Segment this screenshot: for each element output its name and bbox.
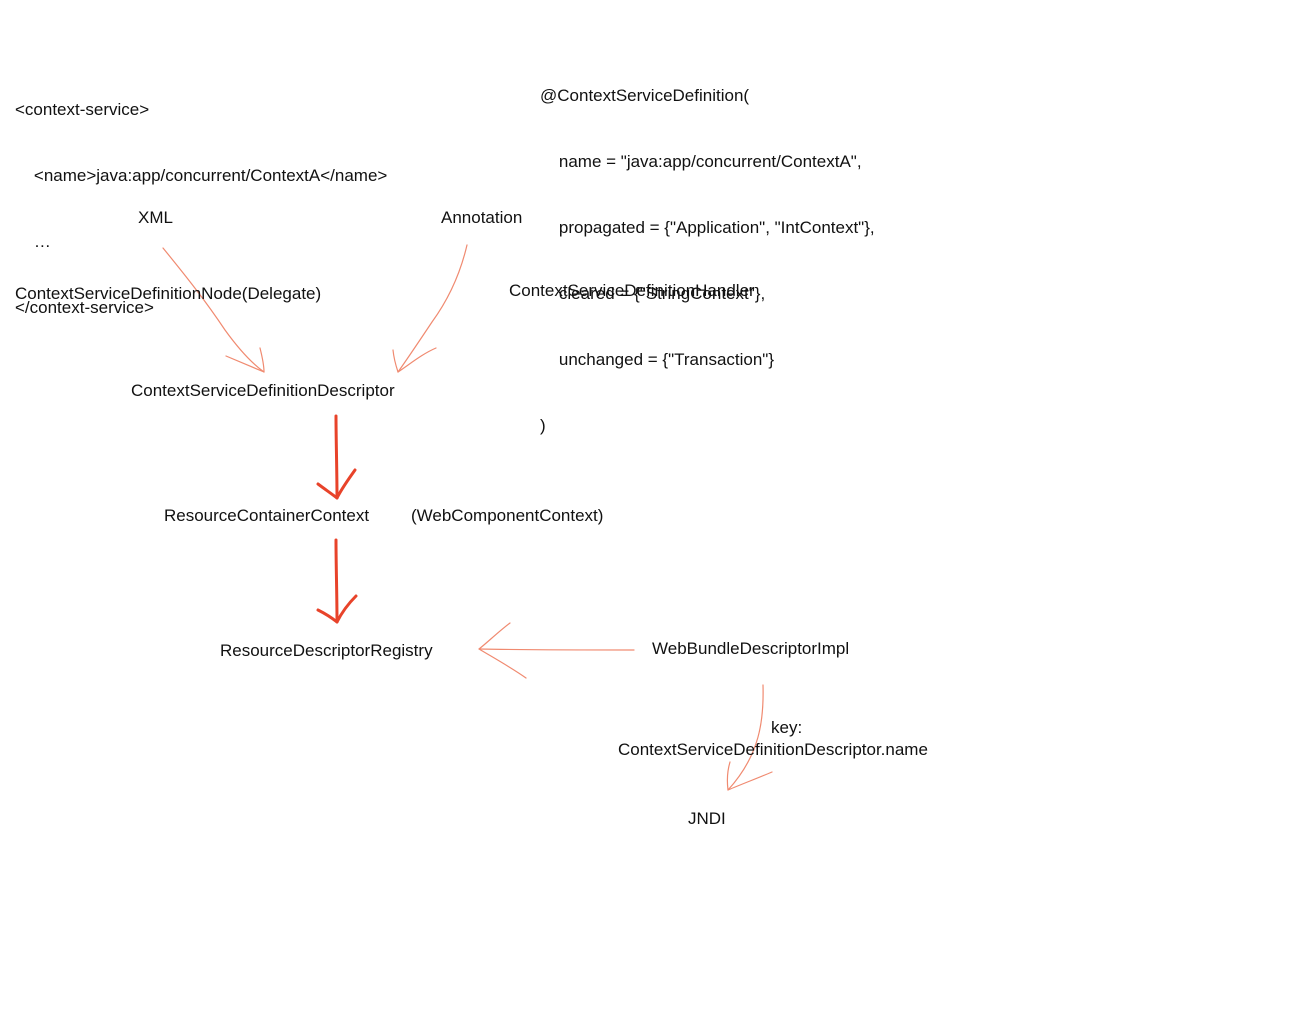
annotation-snippet-line: unchanged = {"Transaction"} bbox=[540, 350, 775, 369]
xml-snippet: <context-service> <name>java:app/concurr… bbox=[15, 55, 387, 341]
jndi-label: JNDI bbox=[688, 809, 726, 828]
annotation-snippet-line: name = "java:app/concurrent/ContextA", bbox=[540, 152, 862, 171]
arrow-webbundle-to-registry bbox=[478, 622, 635, 679]
key-label: key: bbox=[771, 718, 803, 737]
node-delegate-label: ContextServiceDefinitionNode(Delegate) bbox=[15, 284, 322, 303]
key-value-label: ContextServiceDefinitionDescriptor.name bbox=[618, 740, 928, 759]
registry-label: ResourceDescriptorRegistry bbox=[220, 641, 433, 660]
descriptor-label: ContextServiceDefinitionDescriptor bbox=[131, 381, 395, 400]
arrow-xml-to-descriptor bbox=[162, 247, 265, 373]
handler-label: ContextServiceDefinitionHandler bbox=[509, 281, 755, 300]
annotation-label: Annotation bbox=[441, 208, 523, 227]
resource-container-context-label: ResourceContainerContext bbox=[164, 506, 370, 525]
annotation-snippet: @ContextServiceDefinition( name = "java:… bbox=[540, 41, 875, 459]
web-bundle-label: WebBundleDescriptorImpl bbox=[652, 639, 850, 658]
annotation-snippet-line: propagated = {"Application", "IntContext… bbox=[540, 218, 875, 237]
annotation-snippet-line: @ContextServiceDefinition( bbox=[540, 86, 750, 105]
annotation-snippet-line: ) bbox=[540, 416, 546, 435]
xml-snippet-line: … bbox=[15, 232, 51, 251]
web-component-context-label: (WebComponentContext) bbox=[411, 506, 604, 525]
arrow-container-to-registry bbox=[316, 538, 358, 624]
xml-label: XML bbox=[138, 208, 173, 227]
arrow-annotation-to-descriptor bbox=[392, 244, 468, 373]
xml-snippet-line: <context-service> bbox=[15, 100, 150, 119]
xml-snippet-line: <name>java:app/concurrent/ContextA</name… bbox=[15, 166, 388, 185]
arrow-descriptor-to-container bbox=[316, 414, 357, 500]
xml-snippet-line: </context-service> bbox=[15, 298, 154, 317]
arrow-webbundle-to-jndi bbox=[726, 684, 773, 791]
annotation-snippet-line: cleared = {"StringContext"}, bbox=[540, 284, 766, 303]
